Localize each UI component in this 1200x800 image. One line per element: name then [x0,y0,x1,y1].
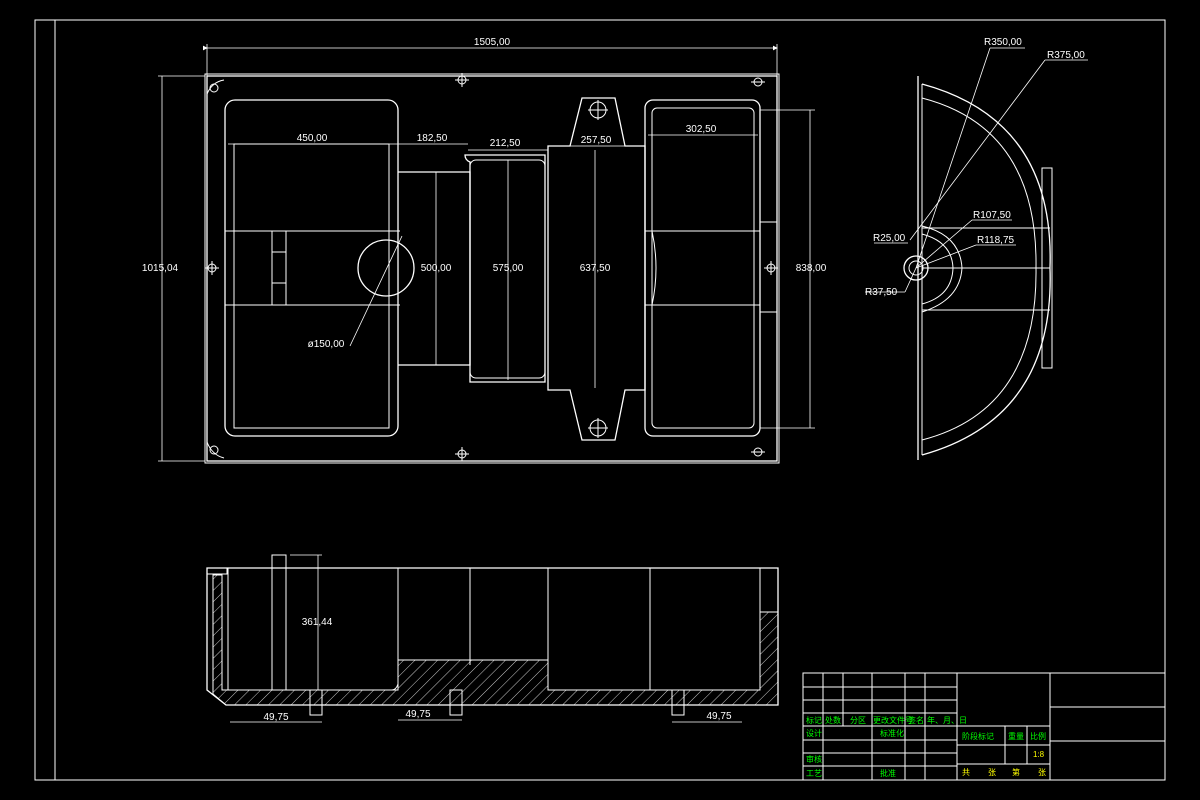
tb-page-no: 第 [1012,767,1020,777]
dim-hole-diameter: ø150,00 [308,339,345,350]
tb-date: 年、月、日 [927,715,967,725]
dim-height-838: 838,00 [796,263,827,274]
oil-hole [357,239,415,297]
right-boss [759,221,778,313]
dim-r37: R37,50 [865,287,898,298]
dim-height-575: 575,00 [493,263,524,274]
side-view: R350,00 R375,00 R107,50 R118,75 R25,00 R… [865,37,1088,460]
tb-design: 设计 [806,728,822,738]
tb-standardization: 标准化 [880,728,904,738]
dim-r375: R375,00 [1047,50,1085,61]
dim-r25: R25,00 [873,233,906,244]
title-block: 标记 处数 分区 更改文件号 签名 年、月、日 设计 标准化 审核 工艺 批准 … [802,672,1166,781]
tb-approve: 批准 [880,768,896,778]
right-tank [644,99,761,437]
dim-r107: R107,50 [973,210,1011,221]
dim-height-500: 500,00 [421,263,452,274]
tb-weight: 重量 [1008,731,1024,741]
tb-sheets: 张 [988,768,996,777]
left-tank [224,99,399,437]
tb-sign: 签名 [908,715,924,725]
dim-overall-width: 1015,04 [142,263,179,274]
dim-section-2: 212,50 [490,138,521,149]
tb-zone: 分区 [850,716,866,725]
dim-height-637: 637,50 [580,263,611,274]
section-view: 361,44 49,75 49,75 49,75 [206,554,779,723]
section-rib [271,554,287,691]
dim-section-3: 257,50 [581,135,612,146]
tb-review: 审核 [806,754,822,764]
tb-scale: 比例 [1030,731,1046,741]
dim-r350: R350,00 [984,37,1022,48]
tb-stage-mark: 阶段标记 [962,731,994,741]
mounting-holes [205,73,778,461]
left-tank-inner [233,143,390,429]
tb-mark: 标记 [806,715,822,725]
plan-view: 1505,00 1015,04 450,00 182,50 212,50 257… [142,37,827,464]
dim-r118: R118,75 [977,235,1015,246]
tb-change-doc: 更改文件号 [873,715,913,725]
inner-arc [921,97,1037,441]
dim-foot-1: 49,75 [263,712,288,723]
dim-section-height: 361,44 [302,617,333,628]
dim-left-box-width: 450,00 [297,133,328,144]
tb-process: 工艺 [806,769,822,778]
dim-right-box: 302,50 [686,124,717,135]
tb-scale-value: 1:8 [1033,750,1045,759]
left-rib [271,230,287,306]
dim-foot-2: 49,75 [405,709,430,720]
sheet-inner-frame [54,19,1166,781]
outer-arc [921,83,1051,456]
dim-foot-3: 49,75 [706,711,731,722]
section-hatch-floor [212,574,779,706]
dim-gap-1: 182,50 [417,133,448,144]
tb-count: 处数 [825,715,841,725]
dim-overall-length: 1505,00 [474,37,511,48]
tb-sheet: 张 [1038,768,1046,777]
tb-total: 共 [962,768,970,777]
